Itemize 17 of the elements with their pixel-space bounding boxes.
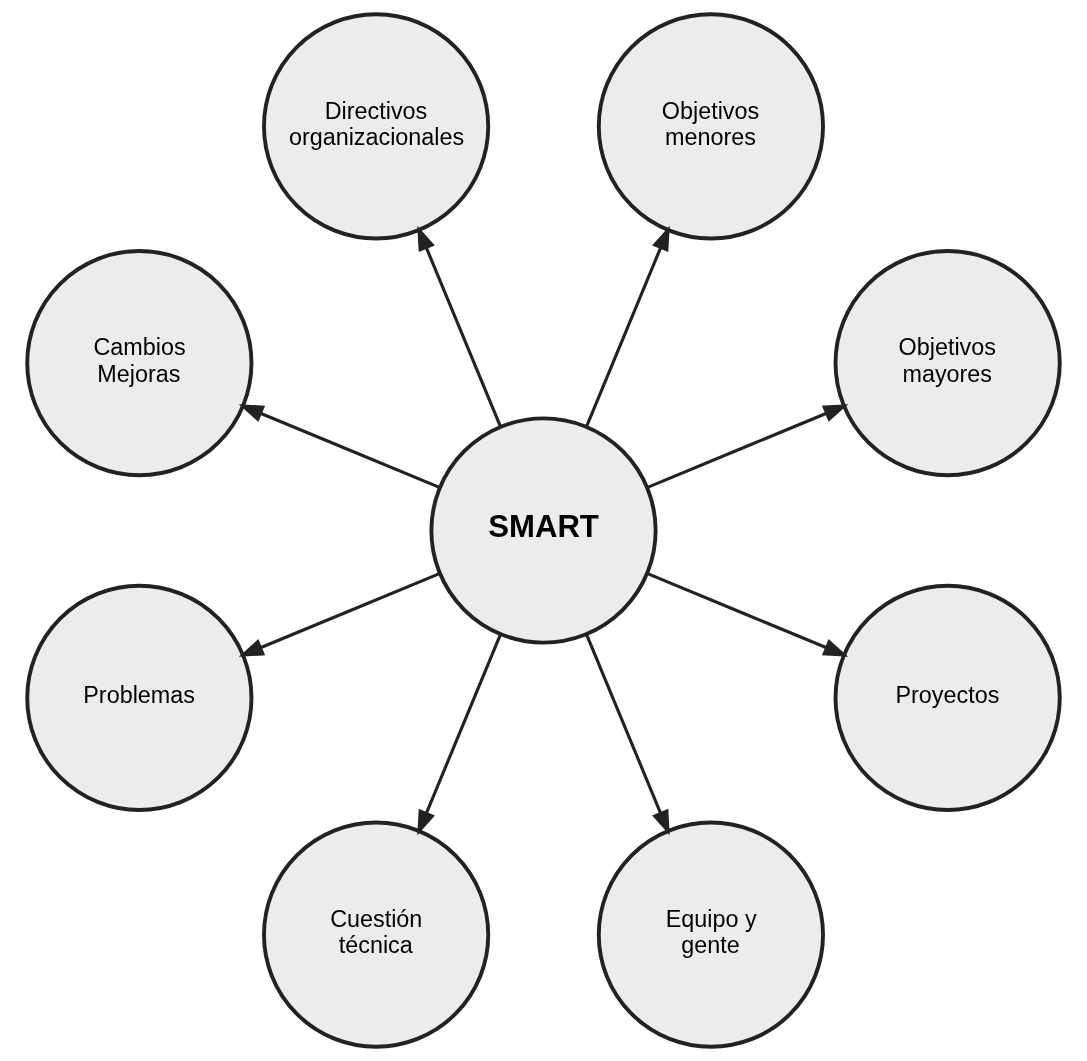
node-circle: Objetivos mayores [833,249,1062,478]
arrow [647,572,849,657]
node-circle: Proyectos [833,583,1062,812]
arrow [417,225,502,427]
node-circle: SMART [429,416,658,645]
node-circle: Problemas [25,583,254,812]
node-circle: Objetivos menores [596,12,825,241]
node-circle: Cambios Mejoras [25,249,254,478]
arrow [238,572,441,657]
node-circle: Directivos organizacionales [262,12,491,241]
node-circle: Equipo y gente [596,820,825,1049]
arrow [238,404,441,489]
arrow [585,633,670,836]
node-circle: Cuestión técnica [262,820,491,1049]
arrow [585,225,670,427]
arrow [417,633,502,836]
arrow [647,404,849,489]
